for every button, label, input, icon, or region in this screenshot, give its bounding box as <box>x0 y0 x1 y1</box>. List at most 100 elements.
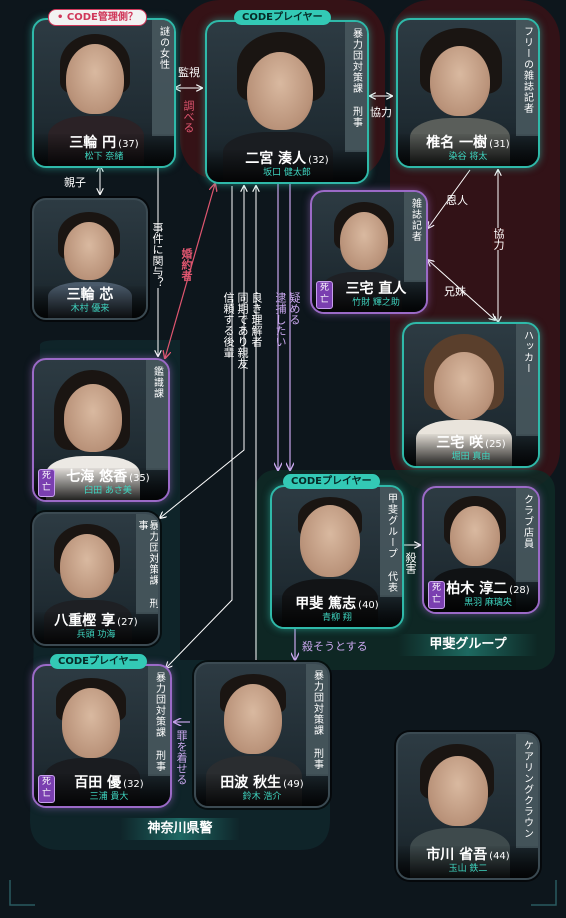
role-label: 暴力団対策課 刑事 <box>306 664 328 776</box>
relation-label-kyoryoku-2: 協力 <box>492 228 505 250</box>
character-name: 甲斐 篤志 <box>295 596 357 612</box>
relation-label-konyaku: 婚約者 <box>180 248 193 281</box>
character-age: (35) <box>129 473 150 484</box>
relation-label-taiho: 逮捕したい <box>274 292 287 347</box>
nameplate: 田波 秋生(49) 鈴木 浩介 <box>196 774 328 806</box>
character-age: (44) <box>489 851 510 862</box>
character-name: 八重樫 享 <box>54 613 116 629</box>
character-card-nanami[interactable]: 鑑識課 七海 悠香(35) 臼田 あさ美 死亡 <box>32 358 170 502</box>
relation-label-shiraberu: 調べる <box>182 100 195 133</box>
portrait-image <box>398 20 538 166</box>
relation-label-onjin: 恩人 <box>446 194 468 207</box>
relation-label-doki: 同期であり親友 <box>236 292 249 369</box>
relation-label-kyodai: 兄妹 <box>444 285 466 298</box>
nameplate: 市川 省吾(44) 玉山 鉄二 <box>398 846 538 878</box>
role-label: フリーの雑誌記者 <box>516 20 538 136</box>
actor-name: 坂口 健太郎 <box>263 168 311 178</box>
character-name: 田波 秋生 <box>220 775 282 791</box>
role-label: 暴力団対策課 刑事 <box>148 666 170 776</box>
nameplate: 甲斐 篤志(40) 青柳 翔 <box>272 595 402 627</box>
nameplate: 三宅 咲(25) 堀田 真由 <box>404 434 538 466</box>
relation-label-jiken: 事件に関与？ <box>151 222 164 288</box>
actor-name: 鈴木 浩介 <box>242 792 282 802</box>
character-card-miyake-naoto[interactable]: 雑誌記者 三宅 直人 竹財 輝之助 死亡 <box>310 190 428 314</box>
character-card-ninomiya[interactable]: 暴力団対策課 刑事 二宮 湊人(32) 坂口 健太郎 <box>205 20 369 184</box>
role-label: ケアリングクラウン <box>516 734 538 848</box>
character-age: (25) <box>485 439 506 450</box>
character-age: (31) <box>489 139 510 150</box>
actor-name: 木村 優来 <box>70 304 110 314</box>
character-name: 市川 省吾 <box>426 847 488 863</box>
actor-name: 染谷 将太 <box>448 152 488 162</box>
actor-name: 竹財 輝之助 <box>352 298 400 308</box>
character-name: 三宅 咲 <box>436 435 484 451</box>
character-age: (32) <box>308 155 329 166</box>
nameplate: 百田 優(32) 三浦 貴大 <box>34 774 170 806</box>
role-label: 暴力団対策課 刑事 <box>136 514 158 614</box>
nameplate: 三輪 円(37) 松下 奈緒 <box>34 134 174 166</box>
relation-label-utagau: 疑める <box>288 292 301 325</box>
relation-label-shinrai: 信頼する後輩 <box>222 292 235 358</box>
character-card-yaegashi[interactable]: 暴力団対策課 刑事 八重樫 享(27) 兵頭 功海 <box>32 512 160 646</box>
character-name: 七海 悠香 <box>66 469 128 485</box>
actor-name: 黒羽 麻璃央 <box>464 598 512 608</box>
role-label: 謎の女性 <box>152 20 174 136</box>
relation-label-ryoki: 良き理解者 <box>250 292 263 347</box>
role-label: ハッカー <box>516 324 538 436</box>
character-name: 三輪 円 <box>69 135 117 151</box>
relation-label-kanshi: 監視 <box>178 66 200 79</box>
deceased-badge: 死亡 <box>38 775 55 803</box>
group-label-kai: 甲斐グループ <box>398 634 538 656</box>
character-name: 百田 優 <box>74 775 122 791</box>
nameplate: 八重樫 享(27) 兵頭 功海 <box>34 612 158 644</box>
nameplate: 三輪 芯 木村 優来 <box>34 286 146 318</box>
actor-name: 三浦 貴大 <box>89 792 129 802</box>
relation-label-satsugai: 殺害 <box>404 552 417 574</box>
character-card-momota[interactable]: 暴力団対策課 刑事 百田 優(32) 三浦 貴大 死亡 <box>32 664 172 808</box>
deceased-badge: 死亡 <box>316 281 333 309</box>
role-label: 甲斐グループ 代表 <box>380 487 402 597</box>
relation-label-tsumi: 罪を着せる <box>175 730 188 785</box>
character-name: 三輪 芯 <box>66 287 114 303</box>
character-age: (40) <box>358 600 379 611</box>
character-card-ichikawa[interactable]: ケアリングクラウン 市川 省吾(44) 玉山 鉄二 <box>396 732 540 880</box>
character-card-tanami[interactable]: 暴力団対策課 刑事 田波 秋生(49) 鈴木 浩介 <box>194 662 330 808</box>
character-card-miyake-saki[interactable]: ハッカー 三宅 咲(25) 堀田 真由 <box>402 322 540 468</box>
deceased-badge: 死亡 <box>428 581 445 609</box>
actor-name: 臼田 あさ美 <box>84 486 132 496</box>
nameplate: 二宮 湊人(32) 坂口 健太郎 <box>207 150 367 182</box>
character-name: 三宅 直人 <box>345 281 407 297</box>
actor-name: 松下 奈緒 <box>84 152 124 162</box>
character-name: 柏木 淳二 <box>446 581 508 597</box>
deceased-badge: 死亡 <box>38 469 55 497</box>
character-name: 二宮 湊人 <box>245 151 307 167</box>
code-admin-tag: • CODE管理側？ <box>48 9 147 26</box>
relation-label-korosou: 殺そうとする <box>302 640 368 653</box>
actor-name: 青柳 翔 <box>322 613 352 623</box>
relation-label-oyako: 親子 <box>64 176 86 189</box>
character-card-kashiwagi[interactable]: クラブ店員 柏木 淳二(28) 黒羽 麻璃央 死亡 <box>422 486 540 614</box>
actor-name: 兵頭 功海 <box>76 630 116 640</box>
character-age: (27) <box>117 617 138 628</box>
character-card-kai[interactable]: 甲斐グループ 代表 甲斐 篤志(40) 青柳 翔 <box>270 485 404 629</box>
character-age: (37) <box>118 139 139 150</box>
code-player-tag: CODEプレイヤー <box>283 474 380 489</box>
code-player-tag: CODEプレイヤー <box>234 10 331 25</box>
relation-label-kyoryoku: 協力 <box>370 106 392 119</box>
character-card-miwa-shin[interactable]: 三輪 芯 木村 優来 <box>32 198 148 320</box>
group-label-kanagawa: 神奈川県警 <box>120 818 240 840</box>
role-label: クラブ店員 <box>516 488 538 582</box>
actor-name: 堀田 真由 <box>451 452 491 462</box>
character-age: (28) <box>509 585 530 596</box>
actor-name: 玉山 鉄二 <box>448 864 488 874</box>
character-age: (49) <box>283 779 304 790</box>
character-name: 椎名 一樹 <box>426 135 488 151</box>
nameplate: 七海 悠香(35) 臼田 あさ美 <box>34 468 168 500</box>
character-age: (32) <box>123 779 144 790</box>
portrait-image <box>34 20 174 166</box>
character-card-miwa-madoka[interactable]: 謎の女性 三輪 円(37) 松下 奈緒 <box>32 18 176 168</box>
character-card-shiina[interactable]: フリーの雑誌記者 椎名 一樹(31) 染谷 将太 <box>396 18 540 168</box>
role-label: 暴力団対策課 刑事 <box>345 22 367 152</box>
role-label: 鑑識課 <box>146 360 168 470</box>
code-player-tag: CODEプレイヤー <box>50 654 147 669</box>
